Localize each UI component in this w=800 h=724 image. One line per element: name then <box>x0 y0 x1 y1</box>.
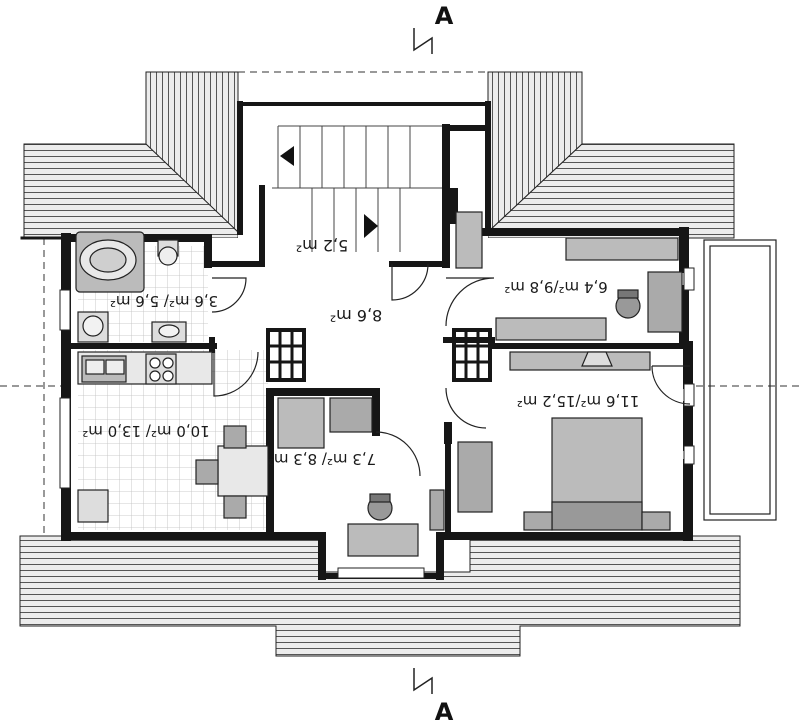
room-label-bedroom-se: 11,6 m²/15,2 m² <box>517 392 640 410</box>
windows <box>59 267 695 579</box>
room-label-study: 7,3 m²/ 8,3 m² <box>268 450 376 468</box>
staircase <box>272 125 448 252</box>
column-grid <box>266 328 492 382</box>
bathroom-fixtures <box>75 231 187 343</box>
room-label-hall: 8,6 m² <box>330 306 383 325</box>
room-label-bathroom: 3,6 m²/ 5,6 m² <box>110 292 218 310</box>
doors <box>211 263 691 477</box>
section-line <box>413 28 433 694</box>
kitchen-fixtures <box>77 351 269 523</box>
room-label-stairs: 5,2 m² <box>296 236 349 255</box>
bedroom-se-furniture <box>457 351 671 531</box>
room-label-bedroom-ne: 6,4 m²/9,8 m² <box>504 278 608 296</box>
study-furniture <box>277 397 445 557</box>
balcony <box>703 239 777 521</box>
stair-arrow-up <box>280 146 294 166</box>
section-marker-top: A <box>435 2 454 30</box>
section-marker-bottom: A <box>435 698 454 724</box>
bedroom-ne-furniture <box>455 211 683 341</box>
stair-arrow-down <box>364 214 378 238</box>
room-labels: 5,2 m² 3,6 m²/ 5,6 m² 8,6 m² 6,4 m²/9,8 … <box>82 236 639 468</box>
room-label-kitchen: 10,0 m²/ 13,0 m² <box>82 422 209 440</box>
